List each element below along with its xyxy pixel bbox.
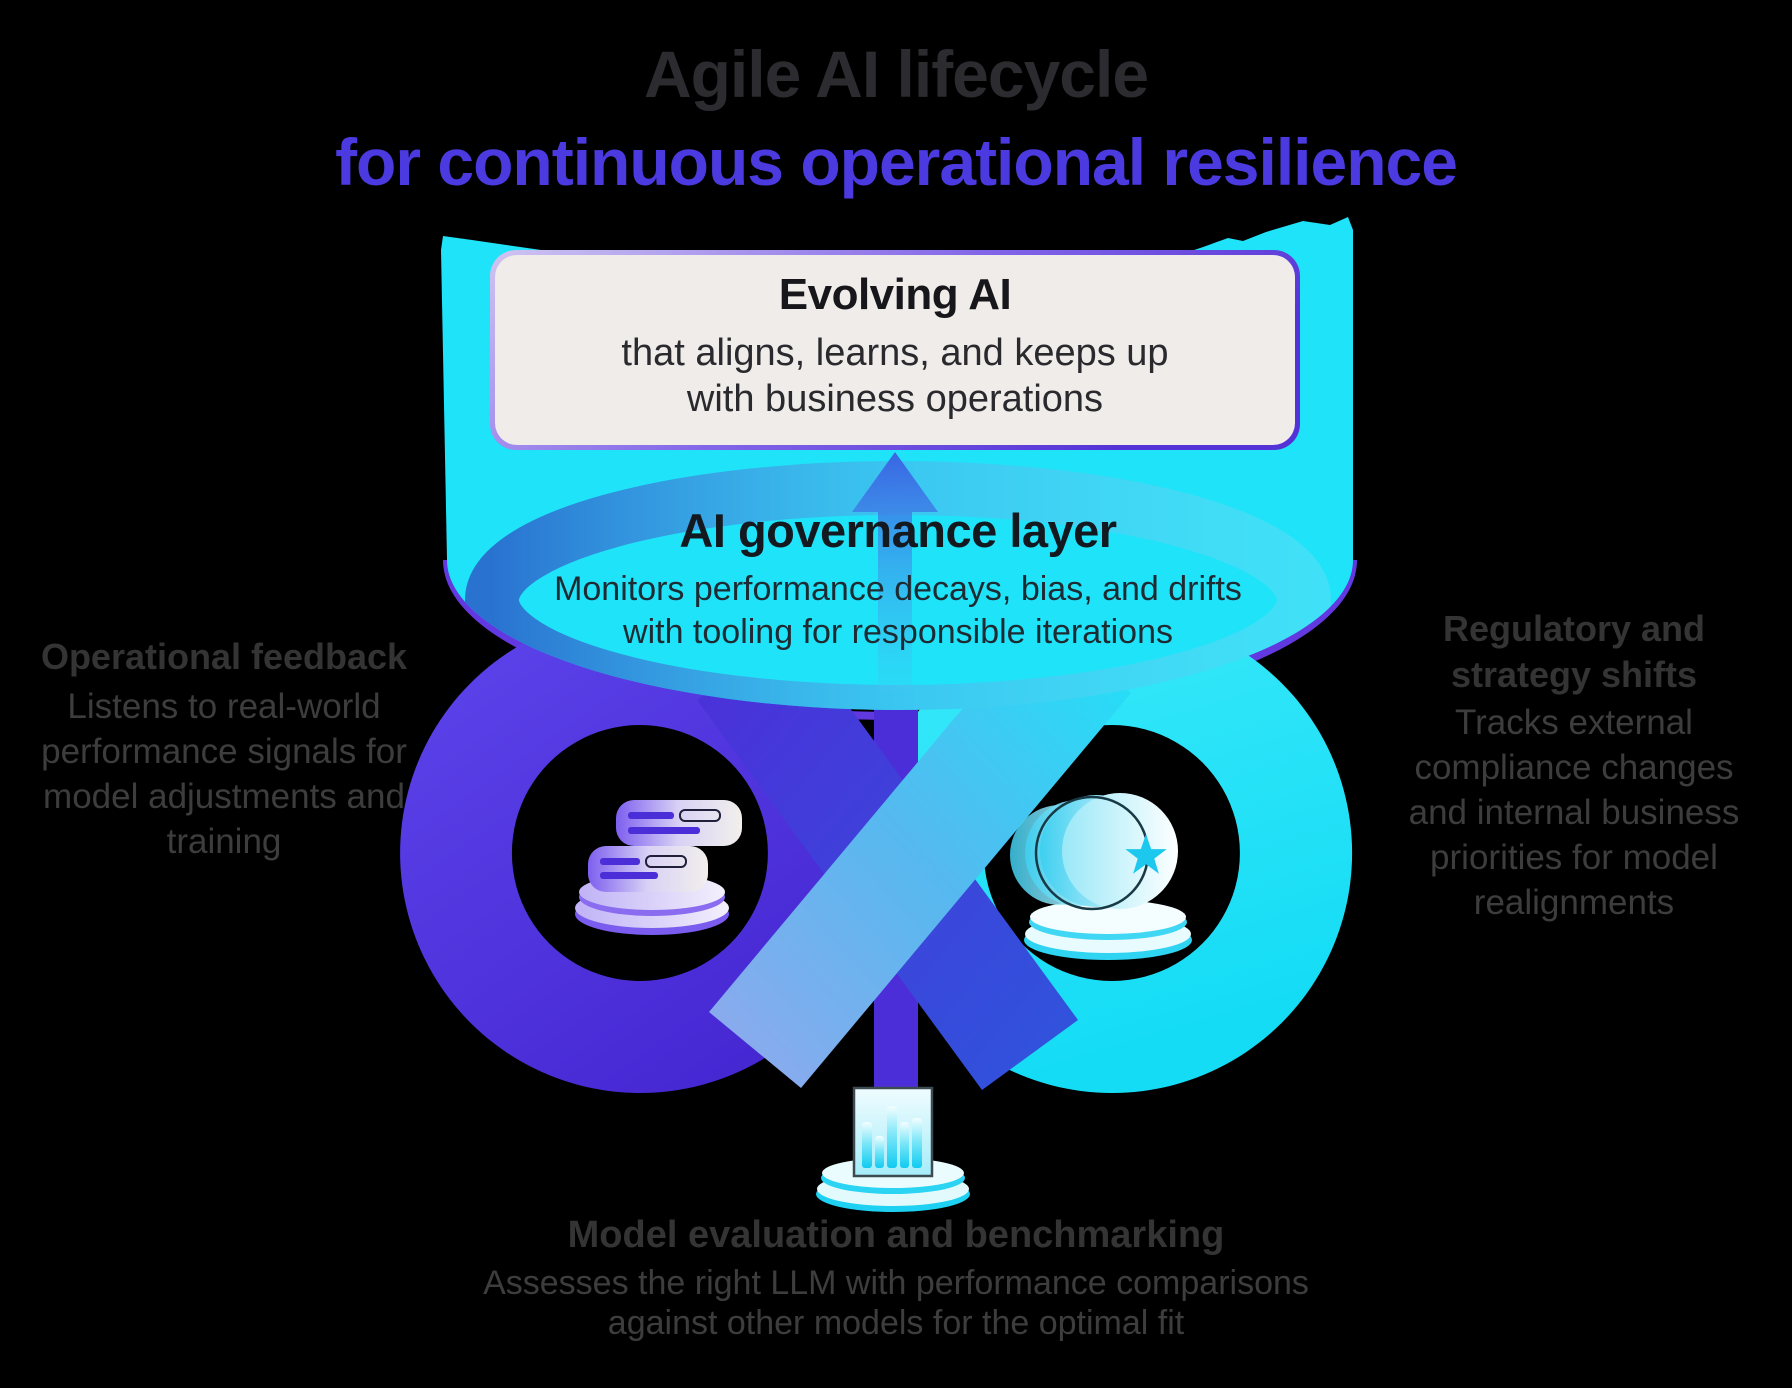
evolving-ai-heading: Evolving AI: [778, 270, 1012, 319]
governance-body-line: Monitors performance decays, bias, and d…: [554, 570, 1242, 608]
regulatory-shifts-note: Regulatory and strategy shifts Tracks ex…: [1372, 606, 1776, 925]
note-body-line: and internal business: [1408, 793, 1740, 832]
note-heading-line: Regulatory and: [1442, 608, 1706, 649]
evolving-ai-box: [490, 250, 1300, 450]
note-body: Tracks external compliance changes and i…: [1372, 700, 1776, 925]
note-body-line: realignments: [1473, 883, 1675, 922]
up-arrow-icon: [852, 452, 938, 690]
diagram-title: Agile AI lifecycle: [643, 37, 1149, 111]
note-body-line: Tracks external: [1455, 703, 1693, 742]
note-body-line: model adjustments and: [43, 777, 405, 816]
note-body: Assesses the right LLM with performance …: [0, 1263, 1792, 1343]
note-body-line: compliance changes: [1414, 748, 1734, 787]
note-body-line: priorities for model: [1430, 838, 1718, 877]
note-body-line: training: [166, 822, 282, 861]
note-body-line: performance signals for: [41, 732, 407, 771]
benchmark-bar-chart-icon: [816, 1086, 970, 1212]
star-icon: [1125, 834, 1167, 874]
governance-body-line: with tooling for responsible iterations: [623, 613, 1173, 651]
feedback-cards-stack-icon: [575, 800, 742, 935]
governance-text: AI governance layer Monitors performance…: [488, 503, 1308, 654]
crossing-band-cyan: [709, 617, 1131, 1088]
note-heading-line: strategy shifts: [1450, 654, 1698, 695]
note-heading: Operational feedback: [40, 636, 408, 677]
note-heading: Regulatory and strategy shifts: [1372, 606, 1776, 698]
note-body: Listens to real-world performance signal…: [6, 684, 442, 864]
evolving-ai-body-line: with business operations: [686, 378, 1104, 420]
evolving-ai-body-line: that aligns, learns, and keeps up: [621, 332, 1169, 374]
diagram-subtitle: for continuous operational resilience: [335, 125, 1458, 199]
model-discs-star-icon: [1010, 793, 1192, 960]
note-body-line: Assesses the right LLM with performance …: [483, 1264, 1309, 1302]
note-body-line: Listens to real-world: [67, 687, 381, 726]
evolving-ai-text: Evolving AI that aligns, learns, and kee…: [495, 270, 1295, 422]
governance-heading: AI governance layer: [679, 504, 1117, 557]
operational-feedback-note: Operational feedback Listens to real-wor…: [6, 636, 442, 864]
note-heading: Model evaluation and benchmarking: [567, 1214, 1225, 1256]
model-evaluation-note: Model evaluation and benchmarking Assess…: [0, 1214, 1792, 1343]
note-body-line: against other models for the optimal fit: [607, 1304, 1185, 1342]
